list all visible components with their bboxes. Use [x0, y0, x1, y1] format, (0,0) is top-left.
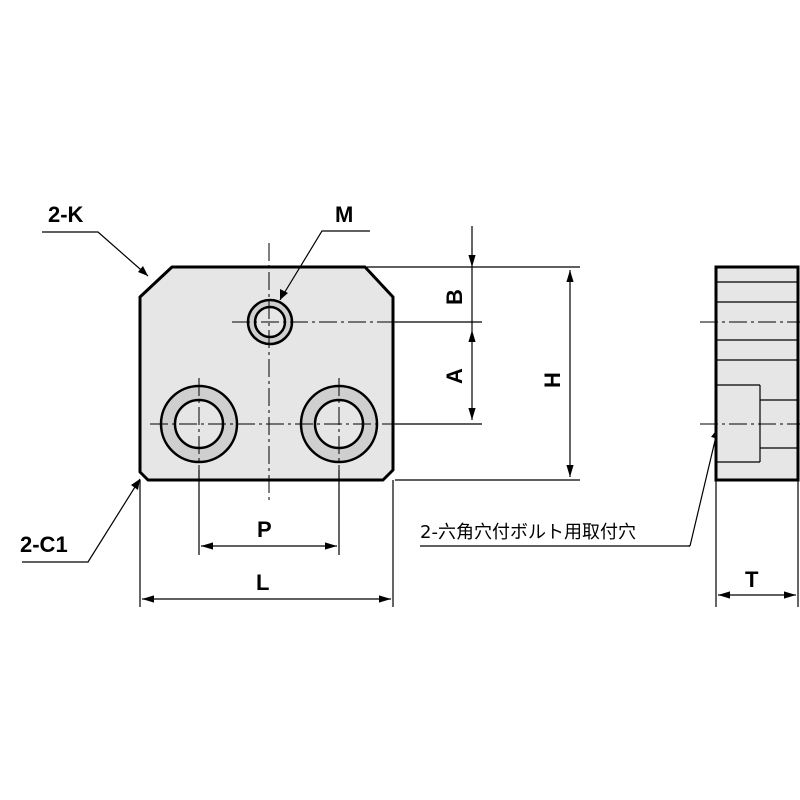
front-view	[138, 243, 405, 500]
label-2-k: 2-K	[48, 202, 84, 227]
side-view	[700, 265, 800, 607]
label-h: H	[540, 372, 565, 388]
bolt-hole-note: 2-六角穴付ボルト用取付穴	[420, 522, 636, 543]
label-p: P	[257, 517, 272, 542]
label-2-c1: 2-C1	[20, 532, 68, 557]
label-m: M	[335, 202, 353, 227]
label-l: L	[256, 570, 269, 595]
center-lines	[150, 243, 405, 500]
label-a: A	[442, 368, 467, 384]
label-t: T	[745, 567, 759, 592]
leaders	[22, 230, 719, 563]
front-dimensions	[139, 226, 580, 607]
label-b: B	[442, 289, 467, 305]
